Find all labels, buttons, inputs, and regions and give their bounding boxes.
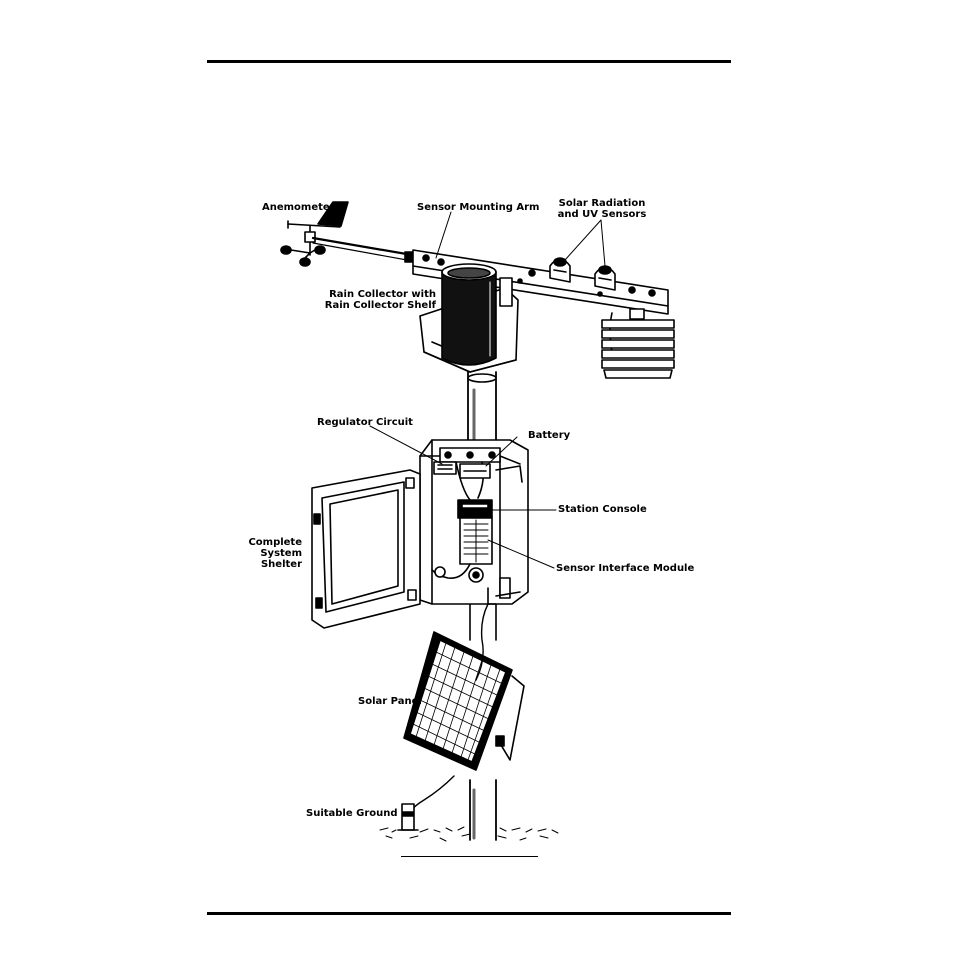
label-rain-collector: Rain Collector with Rain Collector Shelf (320, 289, 436, 311)
leader-lines (369, 211, 606, 569)
label-rain-collector-line1: Rain Collector with (329, 289, 436, 300)
label-regulator-circuit: Regulator Circuit (317, 417, 413, 428)
label-sensor-interface-module: Sensor Interface Module (556, 563, 695, 574)
label-rain-collector-line2: Rain Collector Shelf (324, 300, 436, 311)
uv-sensors-drawing (549, 257, 616, 291)
label-complete-line1: Complete (248, 537, 302, 548)
label-solar-radiation-line2: and UV Sensors (557, 209, 647, 220)
label-complete-line2: System (260, 548, 302, 559)
label-battery: Battery (528, 430, 571, 441)
label-solar-radiation-line1: Solar Radiation (558, 198, 646, 209)
label-sensor-mounting-arm: Sensor Mounting Arm (417, 202, 540, 213)
solar-panel-drawing (403, 603, 525, 771)
footer-rule (207, 912, 731, 915)
label-solar-panel: Solar Panel (358, 696, 422, 707)
label-solar-radiation-uv-sensors: Solar Radiation and UV Sensors (556, 198, 648, 220)
label-station-console: Station Console (558, 504, 647, 515)
ground-drawing (379, 775, 559, 842)
radiation-shield-drawing (601, 308, 675, 379)
label-anemometer: Anemometer (262, 202, 335, 213)
label-suitable-ground: Suitable Ground (306, 808, 398, 819)
mast-drawing (467, 371, 497, 841)
anemometer-drawing (280, 201, 349, 267)
header-rule (207, 60, 731, 63)
label-complete-line3: Shelter (260, 559, 302, 570)
rain-collector-drawing (419, 263, 519, 373)
shelter-drawing (311, 439, 529, 629)
caption-rule (401, 856, 538, 857)
label-complete-system-shelter: Complete System Shelter (240, 537, 302, 570)
